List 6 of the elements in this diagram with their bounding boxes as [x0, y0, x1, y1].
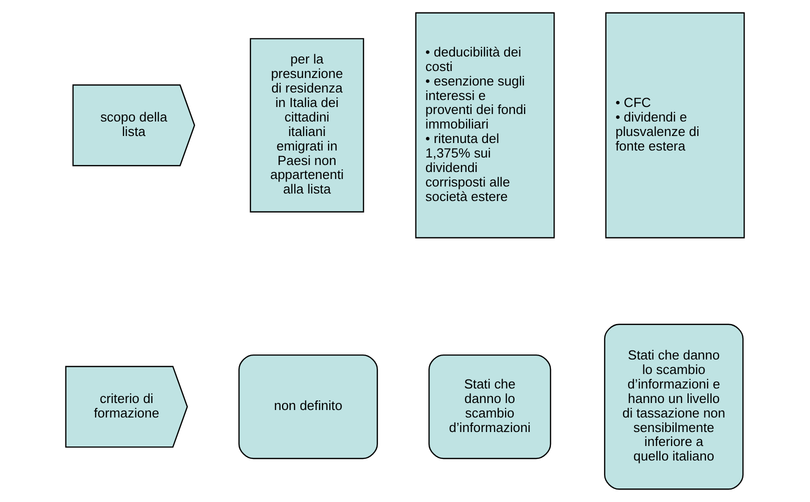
node-box: per la presunzione di residenza in Italia dei cittadini italiani emigrati in Paesi non appartenenti alla lista	[250, 38, 364, 213]
node-box: non definito	[238, 354, 378, 460]
node-box: Stati che danno lo scambio d’informazioni	[428, 354, 552, 460]
node-box: • deducibilità dei costi • esenzione sugli interessi e proventi dei fondi immobiliari • ritenuta del 1,375% sui dividendi corrisposti alle società estere	[415, 12, 555, 238]
node-box: • CFC • dividendi e plusvalenze di fonte estera	[605, 12, 745, 238]
node-box: Stati che danno lo scambio d’informazioni e hanno un livello di tassazione non sensibilmente inferiore a quello italiano	[604, 324, 744, 490]
